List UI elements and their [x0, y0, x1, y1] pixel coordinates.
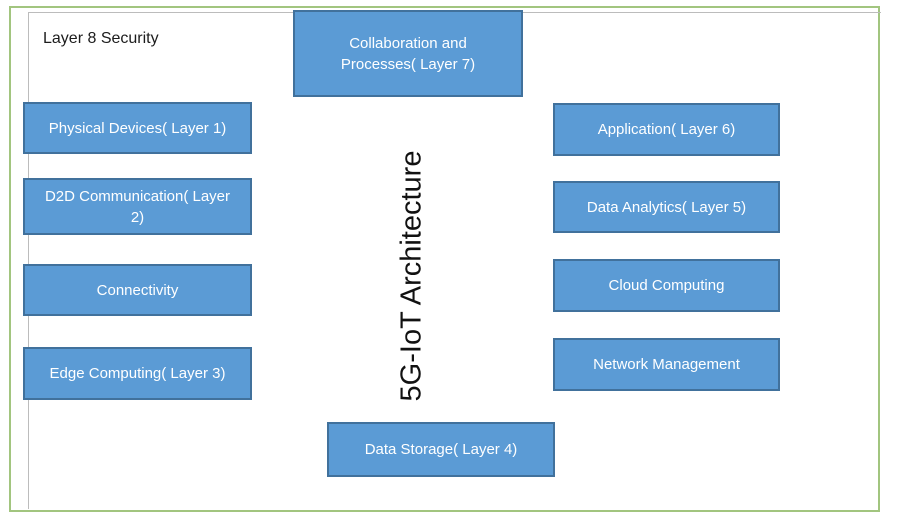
- diagram-title-vertical: 5G-IoT Architecture: [395, 150, 428, 402]
- connectivity-box: Connectivity: [23, 264, 252, 316]
- layer5-data-analytics-box: Data Analytics( Layer 5): [553, 181, 780, 233]
- layer8-security-label: Layer 8 Security: [43, 30, 159, 47]
- layer3-edge-computing-box: Edge Computing( Layer 3): [23, 347, 252, 400]
- network-management-box: Network Management: [553, 338, 780, 391]
- layer2-d2d-communication-box: D2D Communication( Layer 2): [23, 178, 252, 235]
- green-frame-border: [9, 6, 880, 512]
- cloud-computing-box: Cloud Computing: [553, 259, 780, 312]
- layer4-data-storage-box: Data Storage( Layer 4): [327, 422, 555, 477]
- layer7-collaboration-processes-box: Collaboration and Processes( Layer 7): [293, 10, 523, 97]
- layer6-application-box: Application( Layer 6): [553, 103, 780, 156]
- layer1-physical-devices-box: Physical Devices( Layer 1): [23, 102, 252, 154]
